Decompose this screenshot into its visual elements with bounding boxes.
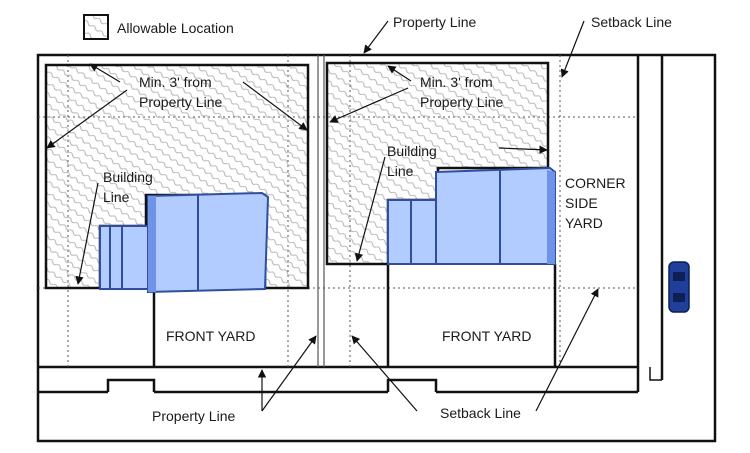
arrow-min3-r-left [329,87,409,123]
label-building-line-right-2: Line [387,163,414,179]
label-setback-line-bottom: Setback Line [440,405,521,421]
label-front-yard-right: FRONT YARD [442,328,531,344]
label-corner: CORNER [565,175,626,191]
building-left-house [147,191,270,294]
label-yard: YARD [565,215,603,231]
arrow-min3-l-up [89,63,121,83]
front-yard-outlines [152,264,557,367]
label-side: SIDE [565,195,598,211]
legend-swatch [83,14,109,40]
driveway-right [386,378,438,392]
label-min3-right-2: Property Line [420,94,503,110]
arrow-property-line-top [363,20,389,54]
labels: Property Line Setback Line Min. 3' from … [103,14,672,424]
label-property-line-bottom: Property Line [152,408,235,424]
arrow-min3-r-up [387,65,412,82]
label-min3-right-1: Min. 3' from [420,74,493,90]
building-right [387,166,556,265]
legend-label: Allowable Location [117,20,234,36]
driveway-left [106,378,156,392]
arrow-min3-l-left [46,89,128,149]
label-building-line-right-1: Building [387,143,437,159]
arrow-min3-l-right [242,81,308,131]
label-front-yard-left: FRONT YARD [166,328,255,344]
building-left-shade [148,196,156,292]
arrow-property-line-bottom-right [261,335,317,412]
label-min3-left-1: Min. 3' from [139,74,212,90]
label-setback-line-top: Setback Line [591,14,672,30]
corner-curb [649,367,662,381]
building-left-garage [99,225,149,290]
label-building-line-left-2: Line [103,189,130,205]
arrow-setback-line-bottom-left [351,335,418,412]
label-min3-left-2: Property Line [139,94,222,110]
property-boundary [36,53,717,443]
arrow-setback-line-top [560,20,585,78]
arrow-building-line-right [354,156,386,262]
arrow-building-line-left [75,182,99,285]
arrow-setback-line-bottom-right [535,288,599,412]
building-right-house [435,166,556,265]
arrow-building-line-right-2 [498,145,548,154]
allowable-area-left [44,63,310,290]
leaders [46,20,599,412]
car-icon [668,261,690,313]
lot-lines [317,55,325,367]
legend: Allowable Location [83,14,234,40]
label-building-line-left-1: Building [103,169,153,185]
outer-property-line [36,53,717,443]
building-left [99,191,270,294]
building-right-shade [547,170,555,264]
label-property-line-top: Property Line [393,14,476,30]
